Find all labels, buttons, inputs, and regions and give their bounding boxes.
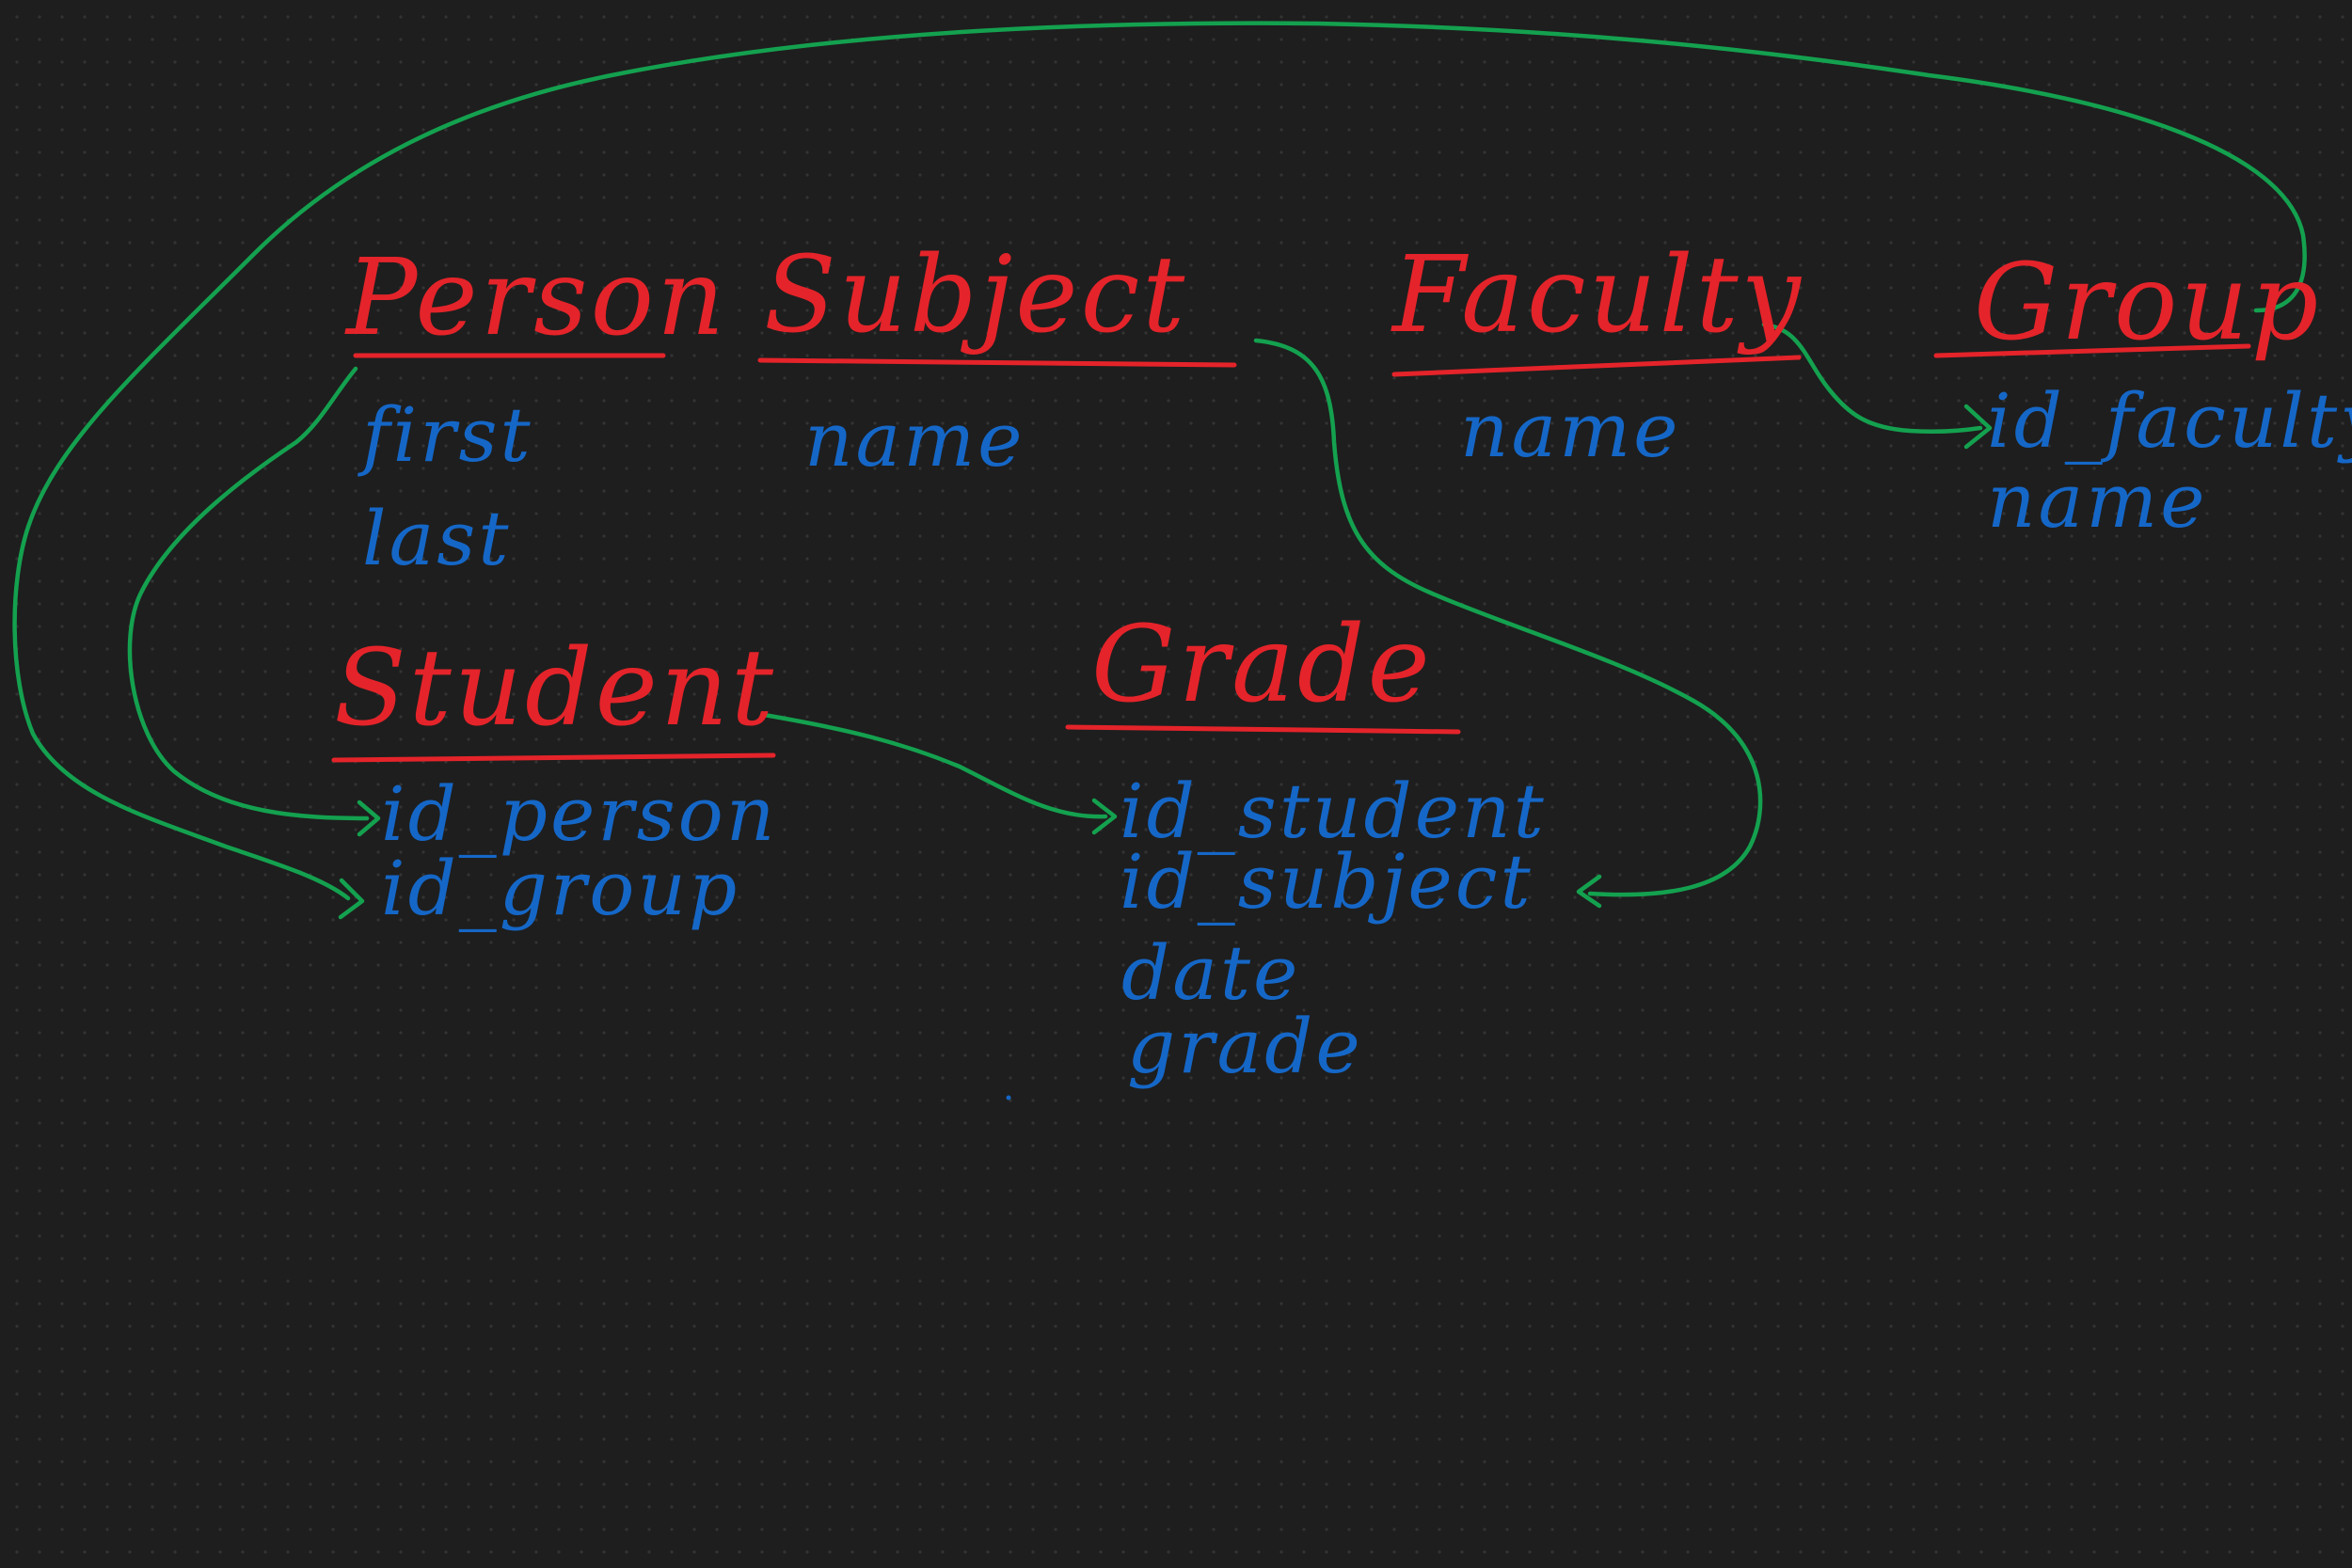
underline-grade	[1065, 724, 1461, 735]
field-faculty-name: name	[1460, 387, 1680, 474]
field-student-id-person: id_person	[381, 770, 777, 858]
relation-group-student	[12, 21, 2307, 901]
relation-person-student	[127, 366, 370, 821]
entity-faculty: Faculty name	[1391, 234, 1804, 474]
field-person-last: last	[362, 495, 511, 582]
field-subject-name: name	[804, 396, 1025, 483]
underline-student	[331, 752, 776, 763]
underline-group	[1933, 343, 2251, 358]
arrowhead-id-student	[1091, 798, 1118, 835]
entity-title-subject: Subject	[764, 234, 1187, 356]
arrowhead-id-person	[357, 800, 381, 837]
field-person-first: first	[358, 391, 533, 479]
field-grade-date: date	[1121, 929, 1300, 1017]
entity-title-group: Group	[1974, 242, 2321, 364]
entity-student: Student id_person id_group	[331, 627, 777, 932]
entity-title-faculty: Faculty	[1391, 234, 1804, 356]
field-grade-id-student: id_student	[1120, 768, 1547, 855]
field-grade-id-subject: id_subject	[1120, 838, 1534, 926]
entity-group: Group id_faculty name	[1933, 242, 2352, 545]
relations	[12, 21, 2307, 920]
field-group-id-faculty: id_faculty	[1987, 377, 2352, 465]
field-student-id-group: id_group	[381, 845, 739, 932]
arrowhead-id-faculty	[1963, 404, 1993, 450]
entity-subject: Subject name	[757, 234, 1237, 483]
relation-student-grade	[761, 712, 1108, 819]
entity-title-grade: Grade	[1091, 604, 1433, 726]
entity-person: Person first last	[344, 237, 727, 582]
entity-title-person: Person	[344, 237, 727, 359]
underline-faculty	[1391, 355, 1802, 377]
relation-subject-grade	[1253, 338, 1763, 897]
stray-ink-dot	[1006, 1095, 1011, 1101]
arrowhead-id-subject	[1576, 874, 1602, 909]
arrowhead-id-group	[338, 878, 365, 920]
underline-subject	[757, 357, 1237, 368]
entity-title-student: Student	[334, 627, 776, 750]
relation-faculty-group	[1761, 322, 1983, 435]
field-group-name: name	[1987, 457, 2207, 545]
field-grade-grade: grade	[1127, 1003, 1363, 1090]
entity-grade: Grade id_student id_subject date grade	[1065, 604, 1547, 1090]
